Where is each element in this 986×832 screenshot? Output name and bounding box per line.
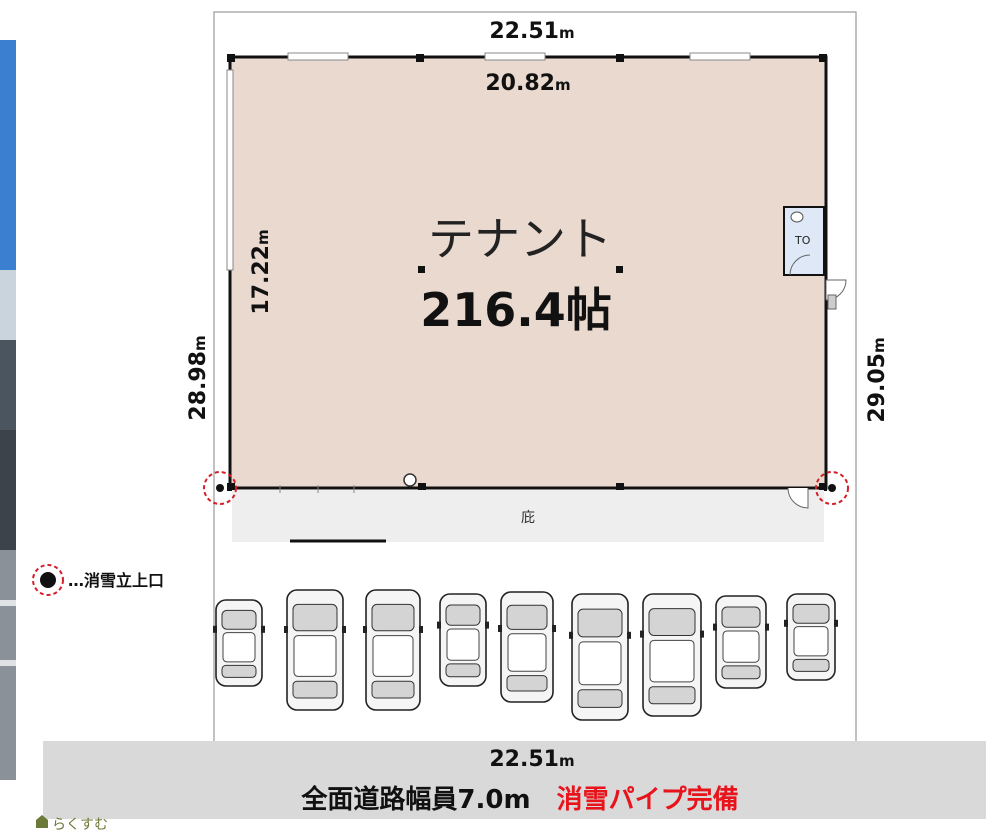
parking-cars — [213, 589, 838, 721]
snow-riser-left — [203, 471, 237, 505]
columns — [227, 54, 827, 491]
dim-lot-depth-right: 29.05m — [865, 337, 890, 422]
room-name: テナント — [428, 212, 612, 266]
parked-car-6 — [569, 593, 631, 721]
parked-car-4 — [437, 593, 489, 687]
parked-car-1 — [213, 599, 265, 687]
eaves-area — [232, 490, 824, 542]
dim-lot-width-bottom: 22.51m — [489, 747, 574, 772]
road-feature: 消雪パイプ完備 — [557, 784, 739, 815]
entrance-door — [825, 279, 847, 310]
brand-logo: らくすむ — [36, 815, 108, 832]
dim-lot-depth-left: 28.98m — [186, 335, 211, 420]
eaves-ticks — [279, 485, 355, 493]
brand-name: らくすむ — [52, 817, 108, 832]
road-band — [43, 741, 986, 819]
legend-label: …消雪立上口 — [68, 571, 164, 590]
window-left — [226, 69, 234, 271]
parked-car-9 — [784, 593, 838, 681]
drain-icon — [403, 473, 417, 487]
tenant-floor — [228, 55, 828, 490]
side-photo-strip — [0, 40, 16, 780]
windows-top — [287, 52, 751, 61]
legend-snow-riser: …消雪立上口 — [32, 564, 164, 596]
house-icon — [36, 815, 48, 828]
room-area: 216.4帖 — [420, 283, 612, 337]
parked-car-8 — [713, 595, 769, 689]
toilet-room: TO — [783, 206, 825, 276]
dim-building-depth: 17.22m — [249, 229, 274, 314]
snow-riser-right — [815, 471, 849, 505]
rear-door — [787, 487, 809, 509]
parked-car-2 — [284, 589, 346, 711]
dim-building-width: 20.82m — [485, 71, 570, 96]
parked-car-7 — [640, 593, 704, 717]
toilet-label: TO — [794, 234, 811, 247]
dim-lot-width-top: 22.51m — [489, 19, 574, 44]
parked-car-5 — [498, 591, 556, 703]
eaves-label: 庇 — [521, 510, 535, 526]
parked-car-3 — [363, 589, 423, 711]
